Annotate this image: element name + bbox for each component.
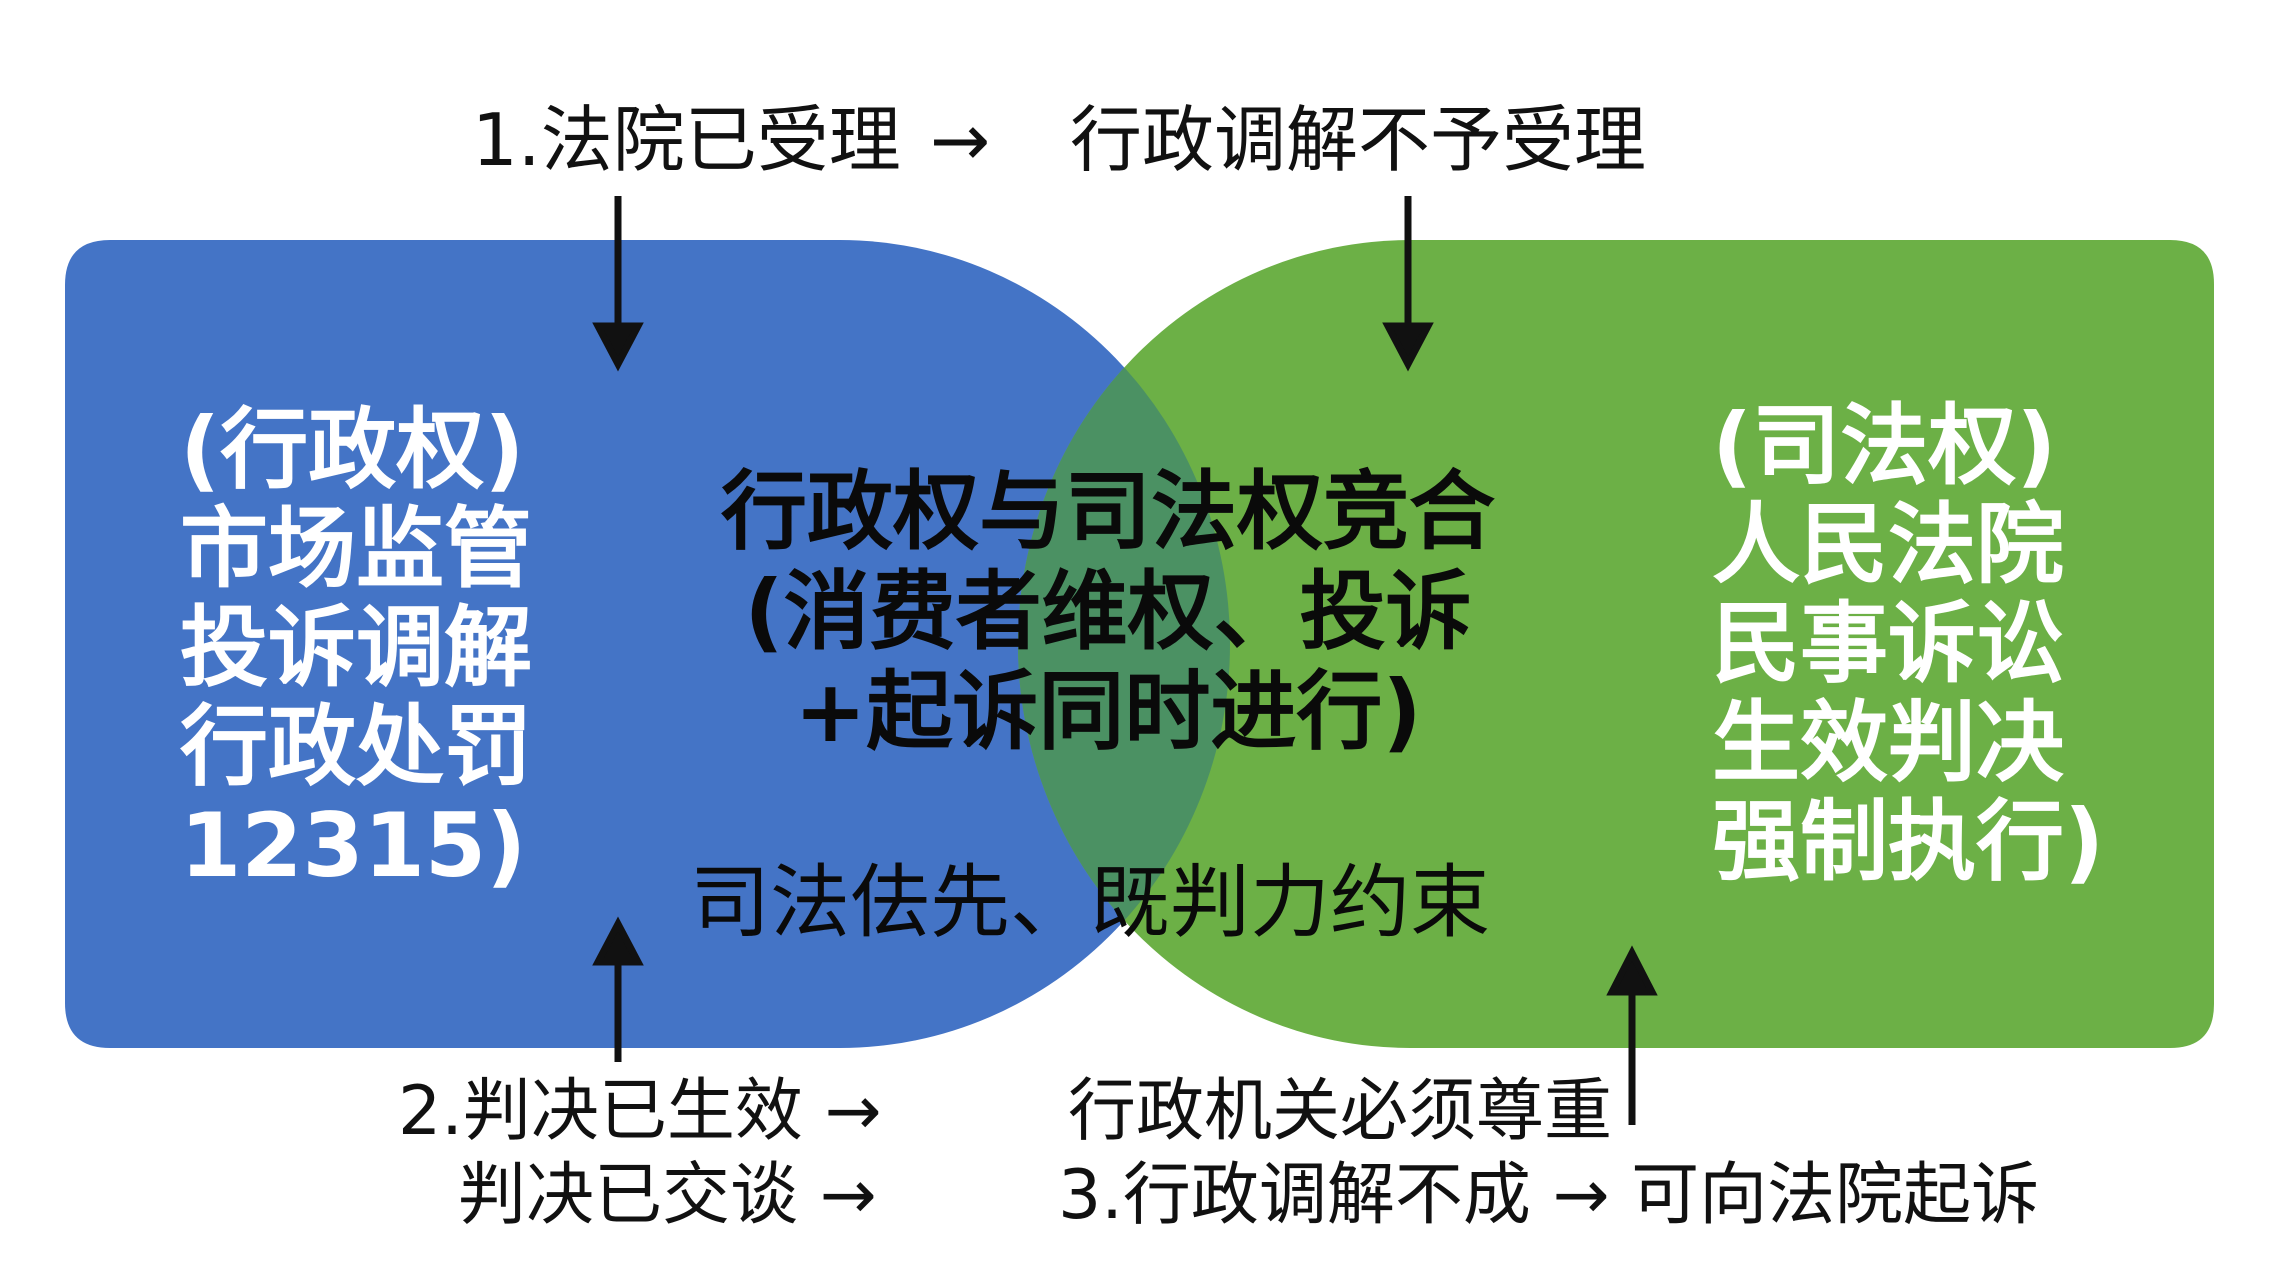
admin-line: 行政处罚 [180,695,533,798]
overlap-title: 行政权与司法权竞合 (消费者维权、投诉 +起诉同时进行) [608,462,1608,762]
result1-label: 行政调解不予受理 [1070,98,1647,182]
admin-power-shape [65,240,1230,1048]
admin-line: 市场监管 [180,497,533,600]
step1-label: 1.法院已受理 [472,98,901,182]
judicial-line: 人民法院 [1712,493,2065,596]
judicial-line: 强制执行) [1712,790,2105,893]
judicial-line: 民事诉讼 [1712,592,2065,695]
judicial-line: (司法权) [1712,394,2057,497]
admin-power-panel: (行政权) 市场监管 投诉调解 行政处罚 12315) [180,400,532,895]
step2b-label: 判决已交谈 → [458,1156,877,1235]
admin-line: 投诉调解 [180,596,533,699]
top-arrow: → [930,98,991,182]
admin-line: (行政权) [180,398,525,501]
step3-label: 3.行政调解不成 → 可向法院起诉 [1058,1156,2040,1235]
judicial-line: 生效判决 [1712,691,2065,794]
step2-label: 2.判决已生效 → [398,1072,882,1151]
result2-label: 行政机关必须尊重 [1068,1072,1613,1151]
overlap-title-line: (消费者维权、投诉 [744,562,1472,662]
admin-line: 12315) [180,794,527,897]
judicial-power-panel: (司法权) 人民法院 民事诉讼 生效判决 强制执行) [1712,396,2104,891]
overlap-title-line: +起诉同时进行) [794,662,1422,762]
judicial-power-shape [1018,240,2214,1048]
overlap-title-line: 行政权与司法权竞合 [721,462,1495,562]
principle-label: 司法佉先、既判力约束 [690,856,1490,949]
